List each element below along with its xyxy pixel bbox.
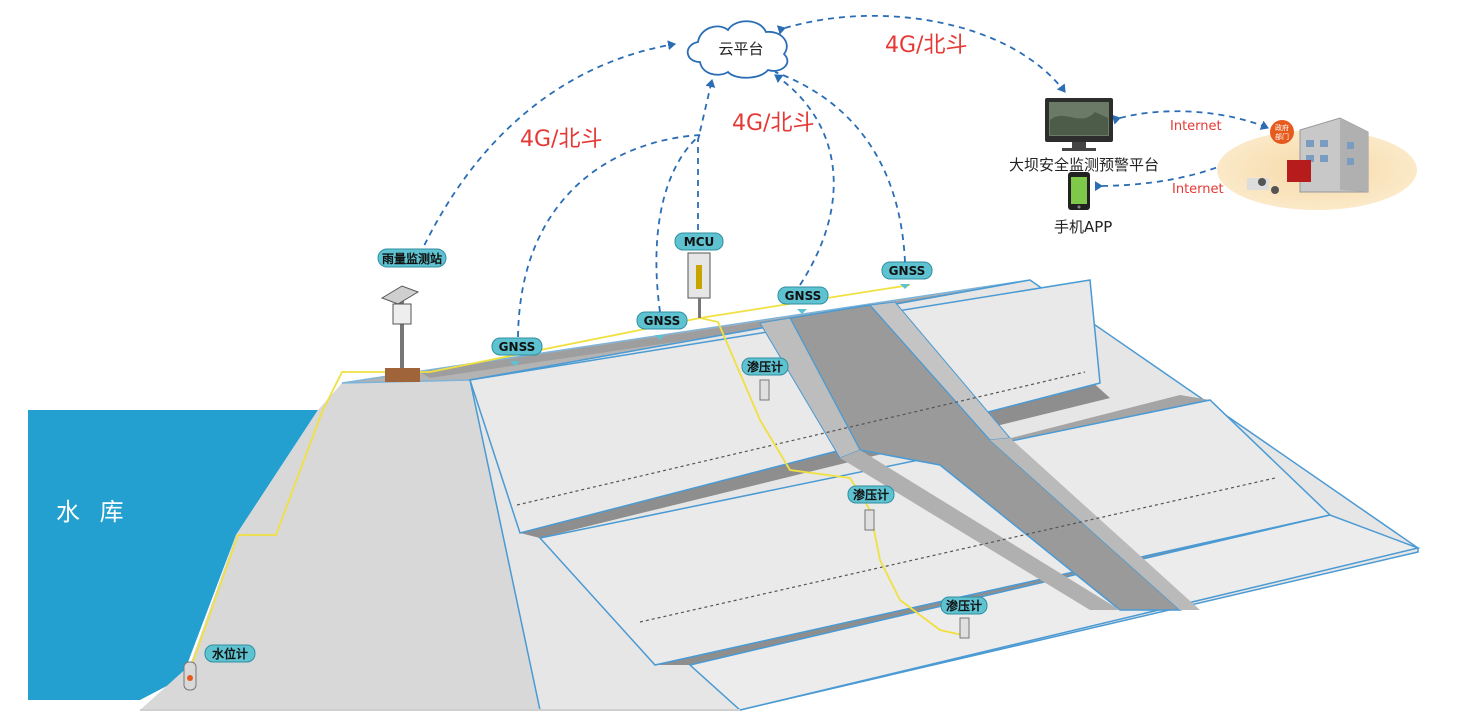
gov-badge: 政府 部门	[1270, 120, 1294, 144]
solar-panel-icon	[380, 285, 420, 305]
piezometer-2[interactable]: 渗压计	[847, 485, 895, 531]
mobile-app[interactable]: 手机APP	[1054, 172, 1112, 236]
gnss-label: GNSS	[785, 289, 822, 303]
cloud-label: 云平台	[718, 40, 763, 58]
piezometer-icon	[759, 379, 770, 401]
reservoir-label: 水 库	[56, 498, 130, 526]
phone-icon	[1068, 172, 1090, 210]
piezometer-label: 渗压计	[853, 487, 889, 502]
gnss-label: GNSS	[644, 314, 681, 328]
link-label-left: 4G/北斗	[520, 127, 602, 152]
station-base	[385, 368, 420, 382]
app-label: 手机APP	[1054, 218, 1112, 236]
piezometer-label: 渗压计	[946, 598, 982, 613]
gnss-label: GNSS	[499, 340, 536, 354]
gnss-sensor-4[interactable]: GNSS	[881, 261, 933, 289]
building-icon	[1247, 117, 1369, 194]
cloud-icon	[686, 20, 789, 79]
piezometer-icon	[864, 509, 875, 531]
internet-label-bottom: Internet	[1172, 182, 1224, 197]
piezometer-1[interactable]: 渗压计	[741, 357, 789, 401]
station-pole	[400, 290, 404, 370]
gnss-sensor-3[interactable]: GNSS	[777, 286, 829, 314]
link-gnss2-to-cloud	[655, 134, 701, 313]
rain-station-tag	[377, 248, 447, 268]
station-box-icon	[392, 303, 412, 325]
gnss-sensor-2[interactable]: GNSS	[636, 311, 688, 340]
svg-text:部门: 部门	[1275, 132, 1289, 141]
link-mcu-to-cloud	[697, 79, 716, 230]
water-level-gauge[interactable]: 水位计	[183, 644, 256, 691]
link-label-middle: 4G/北斗	[732, 111, 814, 136]
gnss-label: GNSS	[889, 264, 926, 278]
cloud-platform[interactable]: 云平台	[686, 20, 789, 79]
piezometer-label: 渗压计	[747, 359, 783, 374]
link-cloud-platform	[776, 14, 1066, 93]
mcu-label: MCU	[684, 235, 715, 249]
piezometer-icon	[959, 617, 970, 639]
link-label-right: 4G/北斗	[885, 33, 967, 58]
communication-links	[414, 14, 1269, 338]
dam-body	[140, 279, 1421, 711]
monitor-icon	[1045, 98, 1113, 151]
reservoir-water	[28, 410, 318, 700]
rain-station-label: 雨量监测站	[382, 251, 442, 266]
link-platform-gov	[1111, 110, 1269, 130]
link-rain-to-cloud	[414, 40, 676, 266]
link-gnss4-to-cloud	[774, 71, 906, 263]
water-level-label: 水位计	[212, 646, 248, 661]
mcu-unit[interactable]: MCU	[674, 232, 724, 318]
rain-monitoring-station[interactable]: 雨量监测站	[377, 248, 447, 382]
svg-text:政府: 政府	[1275, 123, 1289, 132]
gnss-sensor-1[interactable]: GNSS	[491, 337, 543, 366]
monitoring-platform[interactable]: 大坝安全监测预警平台	[1009, 98, 1159, 174]
link-gnss1-to-cloud	[517, 134, 701, 338]
link-gnss3-to-cloud	[774, 74, 835, 286]
platform-label: 大坝安全监测预警平台	[1009, 156, 1159, 174]
piezometer-3[interactable]: 渗压计	[940, 596, 988, 639]
internet-label-top: Internet	[1170, 119, 1222, 134]
mcu-tag	[674, 232, 724, 251]
government-department[interactable]: 政府 部门	[1217, 117, 1417, 210]
